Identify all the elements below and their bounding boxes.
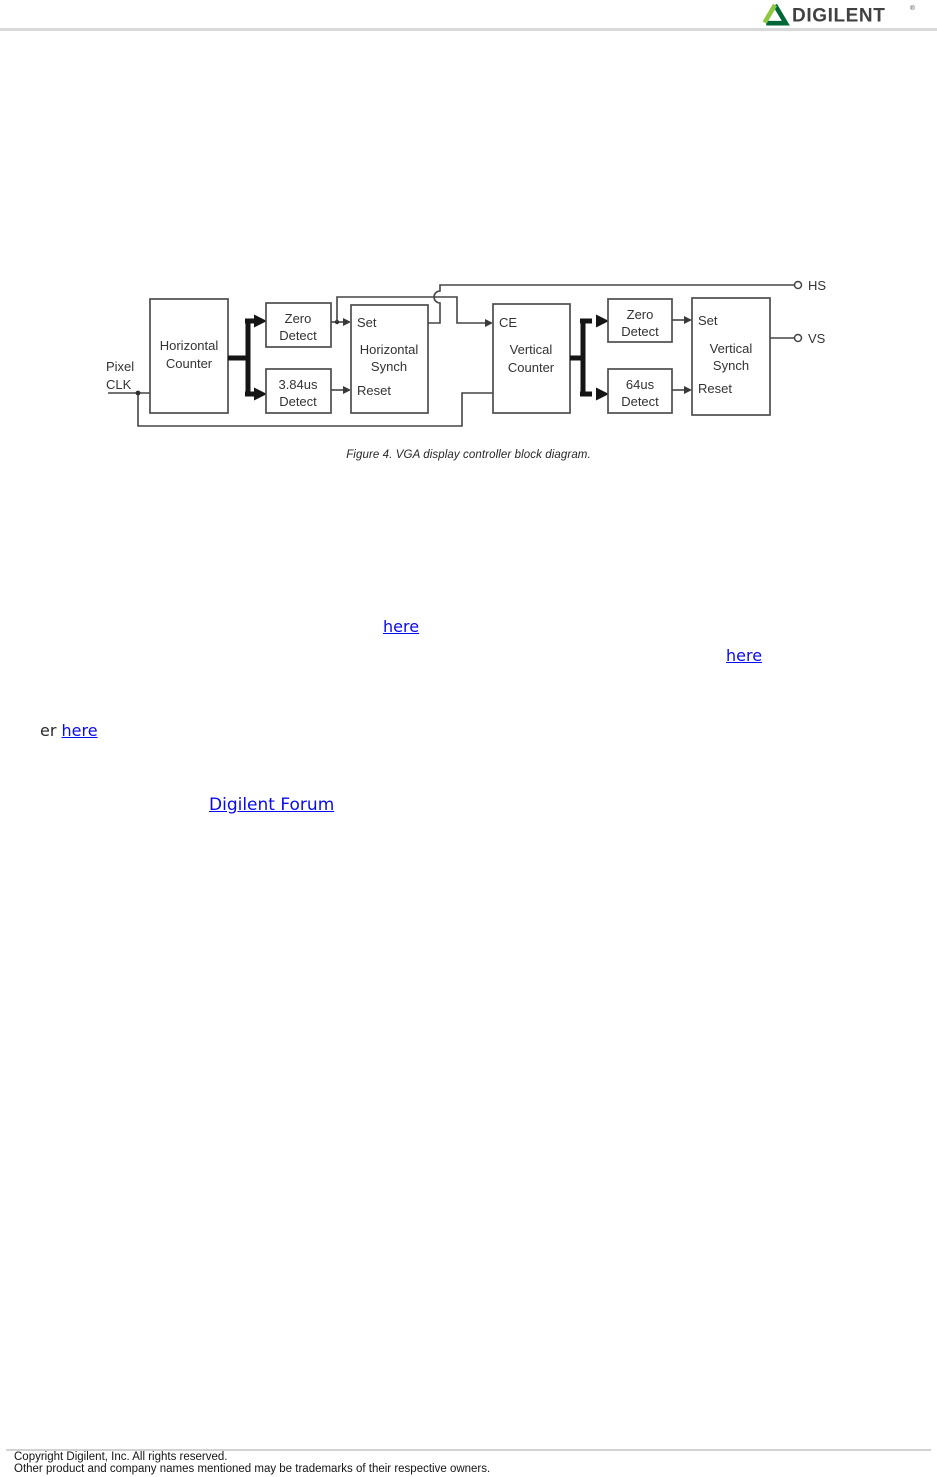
pixel-clk-label: CLK bbox=[106, 377, 132, 392]
v64-to-reset-net bbox=[672, 386, 692, 394]
block-384us-detect: 3.84us Detect bbox=[265, 368, 332, 414]
svg-text:Set: Set bbox=[698, 313, 718, 328]
hs-net bbox=[428, 280, 803, 324]
svg-text:Horizontal: Horizontal bbox=[160, 338, 219, 353]
text-fragment-er: er bbox=[40, 721, 62, 740]
svg-text:Zero: Zero bbox=[285, 311, 312, 326]
header-divider bbox=[0, 28, 937, 31]
block-64us-detect: 64us Detect bbox=[607, 368, 673, 414]
junction-dot bbox=[135, 390, 141, 396]
svg-text:Detect: Detect bbox=[621, 324, 659, 339]
svg-text:Reset: Reset bbox=[357, 383, 391, 398]
svg-text:Detect: Detect bbox=[279, 394, 317, 409]
svg-text:Vertical: Vertical bbox=[510, 342, 553, 357]
block-vertical-counter: CE Vertical Counter bbox=[492, 303, 571, 414]
block-vzero-detect: Zero Detect bbox=[607, 298, 673, 343]
vs-label: VS bbox=[808, 331, 826, 346]
footer-copyright: Copyright Digilent, Inc. All rights rese… bbox=[14, 1451, 228, 1463]
block-vertical-synch: Set Vertical Synch Reset bbox=[691, 297, 771, 416]
hcounter-bus bbox=[228, 314, 267, 401]
logo-registered-mark: ® bbox=[910, 4, 915, 12]
vs-net bbox=[770, 333, 803, 343]
pixel-clk-label: Pixel bbox=[106, 359, 134, 374]
digilent-forum-link[interactable]: Digilent Forum bbox=[209, 795, 335, 815]
vcounter-bus bbox=[570, 314, 609, 401]
vzero-to-set-net bbox=[672, 316, 692, 324]
hzero-to-set-net bbox=[331, 296, 493, 327]
here-link-2[interactable]: here bbox=[726, 646, 763, 665]
svg-text:Counter: Counter bbox=[166, 356, 213, 371]
vga-block-diagram: Pixel CLK Horizontal Counter Zero Detect… bbox=[106, 278, 826, 427]
figure-caption: Figure 4. VGA display controller block d… bbox=[346, 449, 591, 461]
logo-triangle-light bbox=[762, 3, 777, 24]
logo-wordmark: DIGILENT bbox=[792, 6, 885, 27]
digilent-logo: DIGILENT ® bbox=[762, 3, 915, 27]
block-hzero-detect: Zero Detect bbox=[265, 302, 332, 348]
svg-text:Reset: Reset bbox=[698, 381, 732, 396]
svg-text:64us: 64us bbox=[626, 377, 655, 392]
here-link-1[interactable]: here bbox=[383, 617, 420, 636]
svg-text:CE: CE bbox=[499, 315, 517, 330]
h384-to-reset-net bbox=[331, 386, 351, 394]
hs-terminal bbox=[793, 280, 803, 290]
here-link-3[interactable]: here bbox=[61, 721, 98, 740]
body-text-fragment: er here bbox=[40, 721, 98, 740]
svg-text:Detect: Detect bbox=[279, 328, 317, 343]
svg-text:Zero: Zero bbox=[627, 307, 654, 322]
svg-text:Detect: Detect bbox=[621, 394, 659, 409]
block-horizontal-synch: Set Horizontal Synch Reset bbox=[350, 304, 429, 414]
hs-label: HS bbox=[808, 278, 826, 293]
svg-text:Set: Set bbox=[357, 315, 377, 330]
svg-text:Vertical: Vertical bbox=[710, 341, 753, 356]
footer-divider bbox=[6, 1449, 931, 1451]
svg-text:Horizontal: Horizontal bbox=[360, 342, 419, 357]
svg-text:Synch: Synch bbox=[713, 358, 749, 373]
block-horizontal-counter: Horizontal Counter bbox=[149, 298, 229, 414]
svg-text:Synch: Synch bbox=[371, 359, 407, 374]
svg-text:Counter: Counter bbox=[508, 360, 555, 375]
footer-trademark-notice: Other product and company names mentione… bbox=[14, 1463, 491, 1475]
vs-terminal bbox=[793, 333, 803, 343]
logo-triangle-dark bbox=[766, 3, 790, 26]
svg-text:3.84us: 3.84us bbox=[278, 377, 318, 392]
